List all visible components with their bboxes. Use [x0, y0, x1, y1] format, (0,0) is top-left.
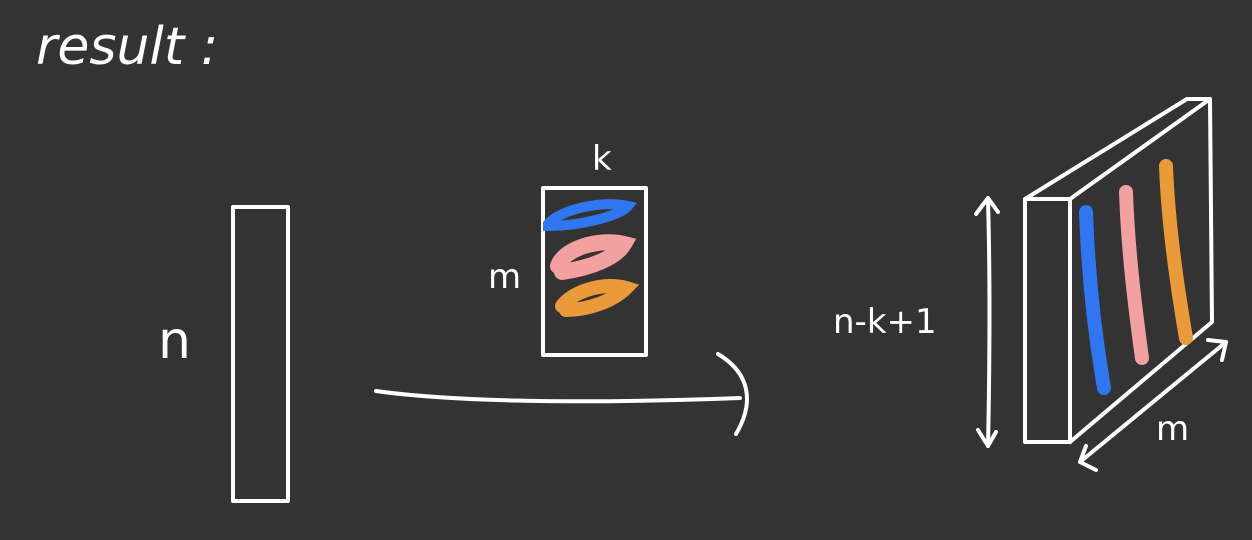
diagram-title: result :: [36, 17, 218, 77]
output-top-face: [1023, 97, 1212, 201]
output-stroke-pink: [1119, 185, 1149, 365]
filter-stroke-blue: [543, 199, 637, 232]
output-height-arrow-bottom-head: [976, 428, 998, 448]
filter-stroke-orange: [555, 279, 640, 317]
input-vector: n: [158, 205, 290, 503]
filter-stroke-pink: [550, 234, 637, 280]
output-volume: n-k+1 m: [833, 97, 1228, 472]
output-height-arrow-top-head: [974, 196, 1000, 216]
output-depth-arrow-head-start: [1078, 444, 1098, 472]
output-stroke-orange: [1159, 159, 1193, 345]
output-back-edge: [1068, 97, 1214, 444]
output-depth-arrow: [1078, 340, 1228, 464]
input-length-label: n: [158, 311, 191, 371]
output-height-label: n-k+1: [833, 302, 937, 342]
transform-arrow: [374, 352, 749, 436]
output-stroke-blue: [1079, 205, 1111, 395]
output-depth-arrow-head-end: [1206, 338, 1228, 362]
arrow-shaft: [374, 389, 742, 404]
filter-width-label: k: [592, 139, 612, 179]
filter-rect: [541, 186, 648, 357]
output-height-arrow: [986, 198, 992, 448]
filter-count-label: m: [488, 257, 521, 297]
input-vector-rect: [231, 205, 290, 503]
output-front-face: [1023, 197, 1072, 444]
arrow-head: [716, 352, 749, 436]
output-depth-label: m: [1156, 409, 1189, 449]
filter-box: k m: [488, 139, 648, 357]
